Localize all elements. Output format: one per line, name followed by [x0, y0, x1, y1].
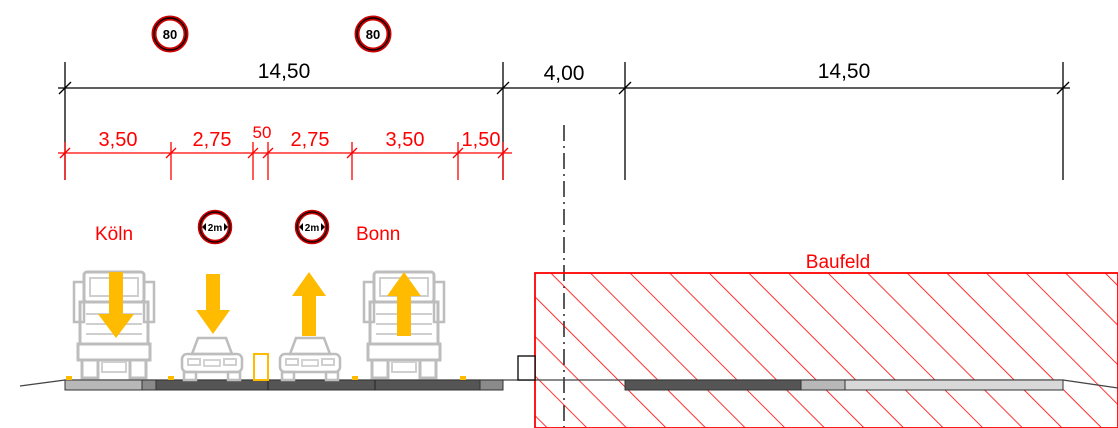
lane-width-6: 1,50 — [462, 129, 501, 151]
arrow-up-icon — [292, 272, 326, 336]
left-carriageway-pavement — [64, 379, 504, 391]
median-barrier — [517, 355, 536, 381]
construction-zone-hatched — [534, 272, 1118, 428]
lane-width-4: 2,75 — [291, 129, 330, 151]
width-limit-value: 2m — [305, 223, 320, 234]
construction-zone-label: Baufeld — [806, 252, 870, 273]
speed-limit-sign-left: 80 — [151, 15, 189, 53]
lane-dimension-chain — [58, 142, 512, 180]
width-limit-sign-left: 2m — [197, 209, 233, 245]
dimension-left-carriageway: 14,50 — [258, 60, 311, 83]
right-carriageway-pavement — [624, 379, 1064, 391]
city-label-left: Köln — [95, 224, 133, 245]
lane-width-1: 3,50 — [99, 129, 138, 151]
lane-width-5: 3,50 — [386, 129, 425, 151]
arrow-up-icon — [387, 272, 421, 336]
top-dimension-chain — [58, 62, 1070, 180]
car-icon-left — [180, 336, 244, 382]
lane-width-2: 2,75 — [193, 129, 232, 151]
speed-limit-value: 80 — [366, 27, 380, 42]
speed-limit-sign-right: 80 — [354, 15, 392, 53]
width-limit-sign-right: 2m — [294, 209, 330, 245]
car-icon-right — [278, 336, 342, 382]
speed-limit-value: 80 — [163, 27, 177, 42]
arrow-down-icon — [98, 272, 134, 338]
city-label-right: Bonn — [356, 224, 400, 245]
arrow-down-icon — [196, 274, 230, 334]
lane-width-3: 50 — [253, 123, 272, 142]
dimension-median: 4,00 — [544, 62, 585, 85]
temporary-barrier — [253, 353, 269, 381]
lane-marker-reflectors — [66, 376, 466, 380]
dimension-right-carriageway: 14,50 — [818, 60, 871, 83]
width-limit-value: 2m — [208, 223, 223, 234]
